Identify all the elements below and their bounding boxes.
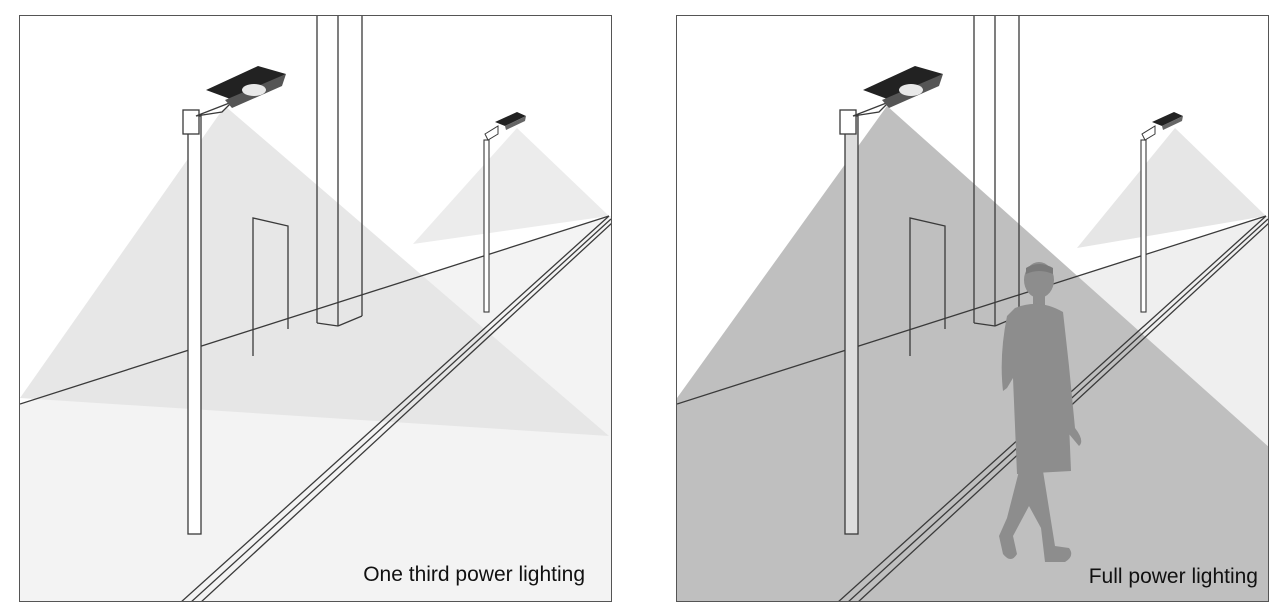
doorway [909, 217, 946, 356]
solar-panel [206, 66, 286, 100]
near-lamp-light-cone [20, 106, 609, 436]
far-lamp-light-cone [413, 128, 609, 244]
far-lamp-light-cone [1077, 128, 1266, 248]
far-solar-panel [1152, 112, 1183, 126]
far-street-lamp [1140, 112, 1183, 313]
near-street-lamp [182, 66, 286, 535]
near-street-lamp [839, 66, 943, 535]
dim-lighting-illustration [20, 16, 611, 601]
solar-panel [863, 66, 943, 100]
full-lighting-illustration [677, 16, 1268, 601]
far-solar-panel [495, 112, 526, 126]
far-street-lamp [483, 112, 526, 313]
building-column [973, 16, 1020, 327]
near-lamp-light-cone [677, 106, 1268, 601]
one-third-power-panel: One third power lighting [19, 15, 612, 602]
road-lines [181, 215, 611, 601]
caption-one-third-power: One third power lighting [363, 563, 585, 586]
building-column [316, 16, 363, 327]
full-power-panel: Full power lighting [676, 15, 1269, 602]
doorway [252, 217, 289, 356]
walking-person [999, 262, 1082, 562]
caption-full-power: Full power lighting [1088, 565, 1258, 588]
